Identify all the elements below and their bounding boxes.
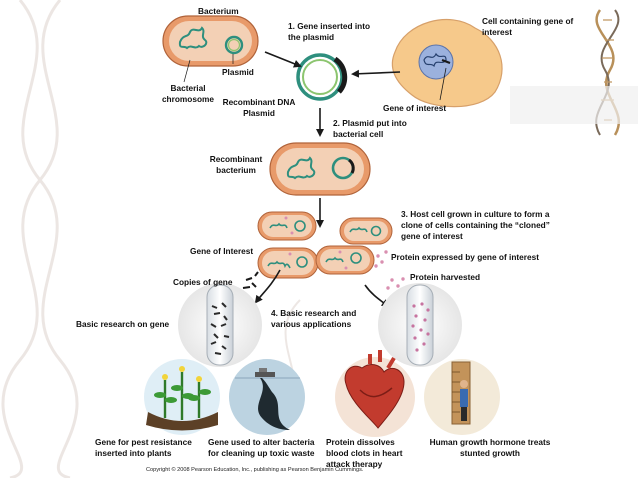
label-step3-line2: clone of cells containing the “cloned” [401,220,550,230]
label-app2-line1: Gene used to alter bacteria [208,437,315,447]
label-step2-line2: bacterial cell [333,129,384,139]
label-step3-line1: 3. Host cell grown in culture to form a [401,209,550,219]
dna-helix-decoration [510,9,638,136]
pointer-chromosome [183,59,191,83]
bacterial-chromosome-dna [178,26,208,50]
label-plasmid: Plasmid [222,67,254,77]
label-protein-harvested: Protein harvested [410,272,481,282]
label-app1-line2: inserted into plants [95,448,172,458]
gene-copies [242,271,259,289]
label-app2-line2: for cleaning up toxic waste [208,448,315,458]
bacterium [162,15,259,67]
label-step4-line1: 4. Basic research and [271,308,357,318]
label-app4-line2: stunted growth [460,448,520,458]
arrow-gene-of-interest-pointer [439,67,447,101]
label-app4-line1: Human growth hormone treats [429,437,551,447]
gene-test-tube [178,283,262,367]
arrow-to-research [254,269,281,304]
label-bacterial-chromosome-line2: chromosome [161,94,215,104]
copyright-notice: Copyright © 2008 Pearson Education, Inc.… [146,467,364,473]
label-basic-research: Basic research on gene [76,319,170,329]
cloned-cell-4 [315,245,375,275]
height-chart-illustration [424,359,500,435]
label-bacterial-chromosome-line1: Bacterial [170,83,206,93]
arrow-bacterium-to-plasmid [264,51,302,68]
recombinant-dna-plasmid [296,53,348,101]
label-recombinant-dna-line1: Recombinant DNA [222,97,296,107]
label-app3-line2: blood clots in heart [326,448,403,458]
cloned-cell-2 [339,217,393,245]
label-protein-expressed: Protein expressed by gene of interest [391,252,540,262]
label-recombinant-bacterium-line1: Recombinant [209,154,263,164]
label-app3-line1: Protein dissolves [326,437,395,447]
label-gene-of-interest-mid: Gene of Interest [190,246,254,256]
label-bacterium: Bacterium [198,6,239,16]
label-cell-gene-line2: interest [482,27,512,37]
label-step1-line1: 1. Gene inserted into [288,21,371,31]
heart-illustration [335,350,415,437]
oil-spill-illustration [229,359,305,435]
animal-cell [391,19,503,108]
label-step3-line3: gene of interest [401,231,463,241]
label-recombinant-bacterium-line2: bacterium [216,165,256,175]
arrow-gene-to-plasmid [351,69,401,78]
label-step4-line2: various applications [271,319,352,329]
plants-illustration [144,359,220,435]
label-app3-line3: attack therapy [326,459,383,469]
label-step1-line2: the plasmid [288,32,335,42]
recombinant-bacterium [269,142,371,196]
cloned-cell-1 [257,211,317,241]
label-copies-of-gene: Copies of gene [173,277,233,287]
label-app1-line1: Gene for pest resistance [95,437,192,447]
label-gene-of-interest-top: Gene of interest [383,103,447,113]
label-cell-gene-line1: Cell containing gene of [482,16,574,26]
cloned-cell-3 [257,247,319,279]
label-step2-line1: 2. Plasmid put into [333,118,407,128]
protein-test-tube [378,283,462,367]
label-recombinant-dna-line2: Plasmid [243,108,275,118]
plasmid-ring [224,35,244,55]
